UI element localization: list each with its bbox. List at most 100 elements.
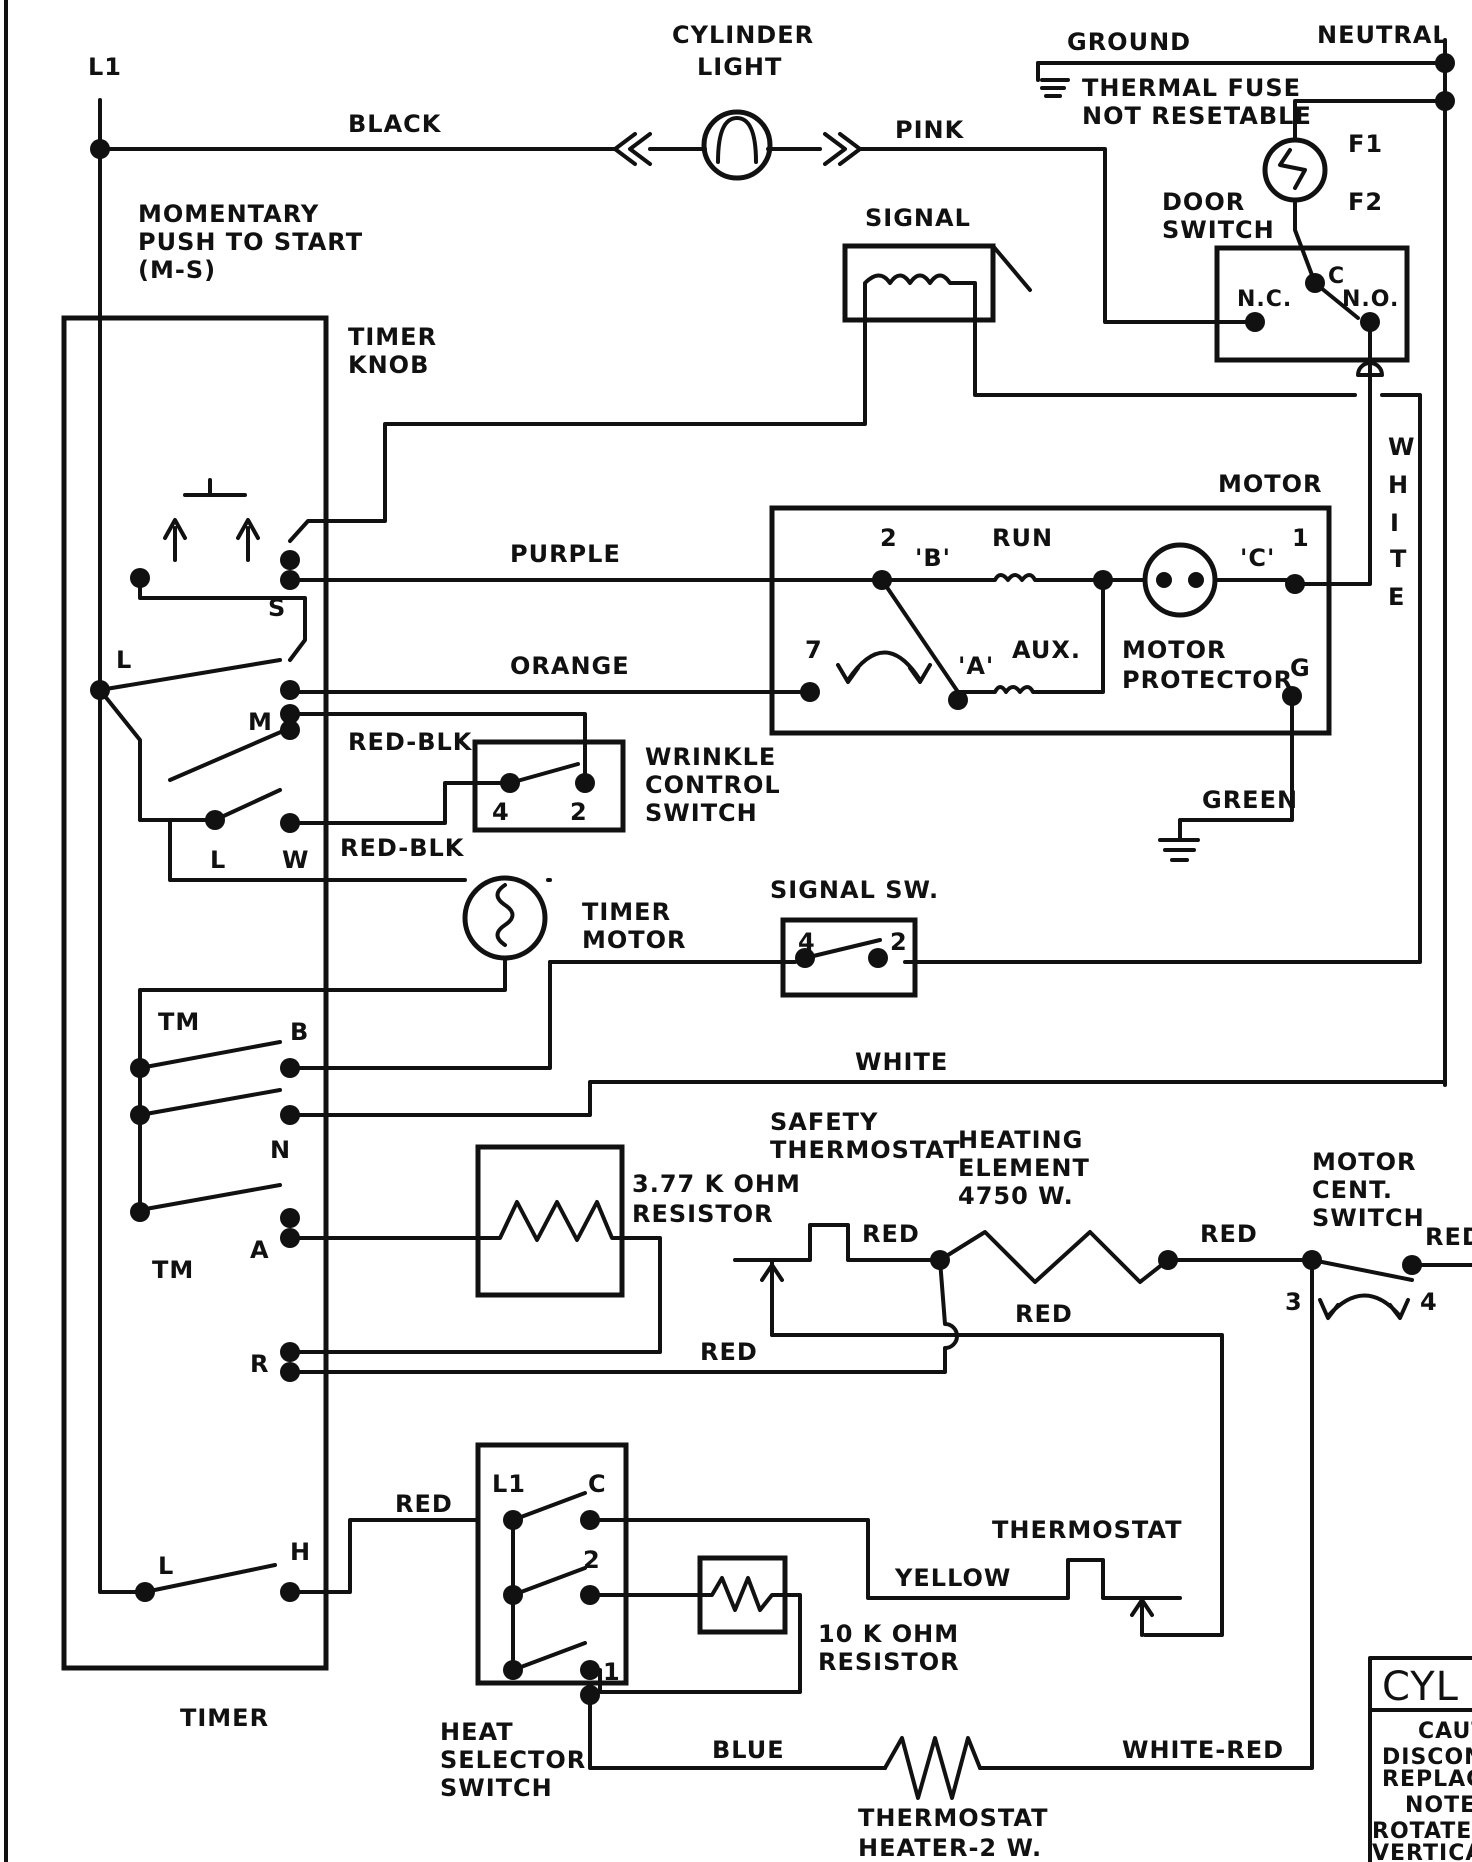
label-white: WHITE [855, 1048, 948, 1076]
label-timer-knob-1: TIMER [348, 323, 437, 351]
label-red-blk-1: RED-BLK [348, 728, 473, 756]
label-thermal-fuse-2: NOT RESETABLE [1082, 102, 1312, 130]
resistor-to-r-wire [288, 1236, 662, 1354]
label-heat-selector-1: HEAT [440, 1718, 514, 1746]
pink-wire [858, 147, 1257, 324]
label-cyl: CYL [1382, 1664, 1459, 1710]
motor-cent-switch-arm [1310, 1258, 1414, 1282]
label-r: R [250, 1350, 269, 1378]
fuse-f2-lead [1293, 198, 1317, 285]
signal-switch [780, 917, 918, 998]
label-door-switch-1: DOOR [1162, 188, 1245, 216]
label-timer-knob-2: KNOB [348, 351, 429, 379]
label-disconn-1: DISCONN [1382, 1745, 1472, 1770]
label-resistor-377-1: 3.77 K OHM [632, 1170, 801, 1198]
red-blk-wire-1 [288, 712, 587, 782]
ground-symbol-green [1158, 838, 1200, 862]
label-white-v-1: W [1388, 433, 1415, 461]
fuse-to-neutral [1293, 99, 1447, 142]
blue-wire [588, 1693, 887, 1770]
label-pink: PINK [895, 116, 965, 144]
label-door-switch-2: SWITCH [1162, 216, 1275, 244]
white-to-motor-1 [1293, 320, 1384, 586]
label-white-v-3: I [1390, 509, 1400, 537]
label-motor: MOTOR [1218, 470, 1323, 498]
label-timer-motor-1: TIMER [582, 898, 671, 926]
label-ssw-4: 4 [798, 928, 816, 956]
white-red-wire [1178, 1258, 1314, 1770]
label-momentary-3: (M-S) [138, 256, 216, 284]
label-wrinkle-2: CONTROL [645, 771, 781, 799]
thermostat [1130, 1598, 1154, 1637]
label-red-5: RED [700, 1338, 758, 1366]
label-disconn-2: REPLACI [1382, 1767, 1472, 1792]
label-white-v-5: E [1388, 583, 1405, 611]
label-rotate-2: VERTICAL [1372, 1841, 1472, 1862]
label-thermostat-heater-2: HEATER-2 W. [858, 1834, 1042, 1862]
terminal-dots [90, 53, 1455, 1705]
l1-bus-wire [98, 98, 147, 1594]
label-m: M [248, 708, 273, 736]
label-term-c: 'C' [1240, 544, 1275, 572]
label-resistor-10k-2: RESISTOR [818, 1648, 960, 1676]
ground-symbol-top [1036, 61, 1070, 98]
label-l-bottom: L [158, 1552, 174, 1580]
signal-buzzer [842, 243, 1032, 323]
label-ssw-2: 2 [890, 928, 908, 956]
red-to-heat-selector [288, 1518, 480, 1594]
label-safety-thermostat-2: THERMOSTAT [770, 1136, 961, 1164]
label-hs-2: 2 [583, 1546, 601, 1574]
label-rotate-1: ROTATE ( [1372, 1819, 1472, 1844]
label-motor-protector-1: MOTOR [1122, 636, 1227, 664]
label-red-3: RED [1015, 1300, 1073, 1328]
label-no: N.O. [1342, 287, 1399, 312]
label-safety-thermostat-1: SAFETY [770, 1108, 878, 1136]
thermostat-heater [883, 1736, 982, 1800]
label-term-2: 2 [880, 524, 898, 552]
label-ground: GROUND [1067, 28, 1191, 56]
label-l1: L1 [88, 53, 122, 81]
motor-assembly [769, 505, 1332, 736]
label-black: BLACK [348, 110, 442, 138]
label-blue: BLUE [712, 1736, 785, 1764]
label-thermal-fuse-1: THERMAL FUSE [1082, 74, 1301, 102]
motor-cent-arc [1318, 1293, 1410, 1320]
label-yellow: YELLOW [894, 1564, 1011, 1592]
safety-thermostat [760, 1263, 784, 1337]
timer-switches [98, 658, 292, 1594]
label-nc: N.C. [1237, 287, 1292, 312]
label-resistor-377-2: RESISTOR [632, 1200, 774, 1228]
label-w: W [282, 846, 309, 874]
label-motor-protector-2: PROTECTOR [1122, 666, 1293, 694]
label-aux: AUX. [1012, 636, 1081, 664]
label-heating-element-2: ELEMENT [958, 1154, 1090, 1182]
wrinkle-control-switch [472, 739, 626, 833]
label-motor-cent-2: CENT. [1312, 1176, 1393, 1204]
label-motor-cent-3: SWITCH [1312, 1204, 1425, 1232]
resistor-10k [697, 1555, 788, 1635]
label-term-a: 'A' [958, 652, 994, 680]
label-heat-selector-2: SELECTOR [440, 1746, 586, 1774]
label-timer-motor-2: MOTOR [582, 926, 687, 954]
label-hs-1: 1 [603, 1658, 621, 1686]
label-neutral: NEUTRAL [1317, 21, 1449, 49]
label-f2: F2 [1348, 188, 1383, 216]
label-tm-2: TM [152, 1256, 194, 1284]
label-white-v-2: H [1388, 471, 1409, 499]
label-c: C [1328, 264, 1345, 289]
resistor-377k [475, 1144, 625, 1298]
label-caut: CAUT [1418, 1719, 1472, 1744]
label-f1: F1 [1348, 130, 1383, 158]
label-heating-element-1: HEATING [958, 1126, 1083, 1154]
white-wire [288, 1080, 1447, 1117]
label-resistor-10k-1: 10 K OHM [818, 1620, 959, 1648]
label-motor-cent-1: MOTOR [1312, 1148, 1417, 1176]
label-l1-hs: L1 [492, 1470, 526, 1498]
label-s: S [268, 594, 286, 622]
caution-box [1368, 1656, 1472, 1862]
tm-rail-wire [138, 958, 507, 1212]
label-thermostat-heater-1: THERMOSTAT [858, 1804, 1049, 1832]
label-red-4: RED [1425, 1223, 1472, 1251]
label-note: NOTE [1405, 1793, 1472, 1818]
label-momentary-1: MOMENTARY [138, 200, 319, 228]
